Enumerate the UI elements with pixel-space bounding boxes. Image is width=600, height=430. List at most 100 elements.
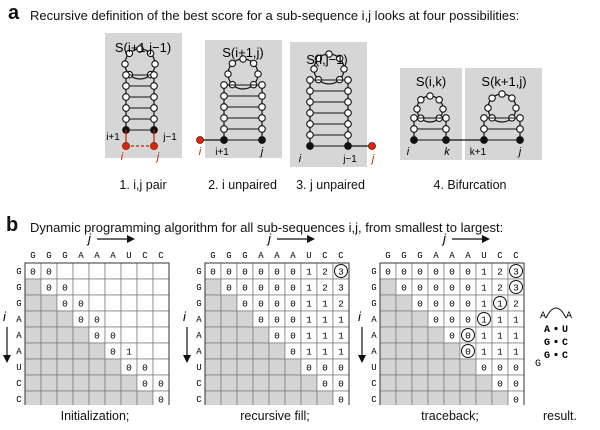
matrix-cell — [459, 374, 477, 392]
loop-nucleotide — [254, 70, 262, 78]
matrix-cell — [88, 358, 106, 376]
row-header: C — [196, 395, 202, 405]
matrix-cell — [443, 342, 461, 360]
column-header: C — [158, 251, 164, 261]
matrix-cell — [120, 326, 138, 344]
stem-nucleotide — [122, 93, 130, 101]
matrix-cell — [220, 310, 238, 328]
step-label-recursive-fill: recursive fill; — [240, 409, 310, 423]
matrix-cell — [88, 390, 106, 405]
matrix-cell — [236, 310, 254, 328]
case3-end-right: j — [370, 153, 375, 165]
loop-nucleotide — [239, 55, 247, 63]
cell-value: 0 — [274, 315, 280, 326]
cell-value: 0 — [258, 267, 264, 278]
row-header: C — [16, 379, 22, 389]
cell-value: 2 — [322, 267, 328, 278]
matrix-cell — [72, 326, 90, 344]
matrix-cell — [136, 342, 154, 360]
cell-value: 3 — [513, 267, 519, 278]
cell-value: 0 — [78, 315, 84, 326]
matrix-cell — [379, 326, 397, 344]
cell-value: 1 — [306, 267, 312, 278]
cell-value: 0 — [290, 331, 296, 342]
row-header: U — [196, 363, 201, 373]
column-header: A — [94, 251, 100, 261]
cell-value: 1 — [481, 299, 487, 310]
cell-value: 0 — [465, 315, 471, 326]
loop-nucleotide — [125, 49, 134, 58]
cell-value: 0 — [513, 363, 519, 374]
matrix-cell — [24, 358, 42, 376]
cell-value: 0 — [274, 267, 280, 278]
matrix-cell — [24, 342, 42, 360]
cell-value: 1 — [306, 299, 312, 310]
step-label-traceback: traceback; — [421, 409, 479, 423]
cell-value: 0 — [258, 283, 264, 294]
stem-nucleotide — [258, 103, 266, 111]
cell-value: 2 — [497, 267, 503, 278]
row-header: A — [371, 347, 377, 357]
case4-score-left: S(i,k) — [416, 74, 446, 89]
case4-index-k: k — [444, 146, 450, 158]
arrow-right-icon — [307, 235, 315, 243]
cell-value: 1 — [306, 347, 312, 358]
column-header: G — [242, 251, 247, 261]
case1-end-right: j — [155, 151, 160, 163]
matrix-cell — [88, 262, 106, 280]
matrix-cell — [204, 358, 222, 376]
cell-value: 0 — [338, 379, 344, 390]
cell-value: 1 — [481, 283, 487, 294]
matrix-cell — [411, 358, 429, 376]
row-header: G — [16, 283, 21, 293]
cell-value: 0 — [433, 283, 439, 294]
traceback-circle — [461, 328, 475, 342]
column-header: A — [449, 251, 455, 261]
loop-nucleotide — [340, 65, 348, 73]
cell-value: 3 — [338, 267, 344, 278]
row-header: A — [16, 331, 22, 341]
loop-nucleotide — [310, 65, 318, 73]
panel-a-heading: Recursive definition of the best score f… — [30, 8, 520, 23]
matrix-cell — [136, 326, 154, 344]
cell-value: 0 — [290, 315, 296, 326]
stem-nucleotide — [306, 76, 314, 84]
column-header: C — [513, 251, 519, 261]
cell-value: 1 — [481, 267, 487, 278]
stem-nucleotide — [480, 114, 488, 122]
matrix-cell — [411, 326, 429, 344]
case2-left-index: i+1 — [215, 147, 229, 158]
matrix-cell — [136, 310, 154, 328]
stem-nucleotide — [150, 93, 158, 101]
stem-nucleotide — [150, 82, 158, 90]
matrix-cell — [72, 358, 90, 376]
stem-nucleotide — [220, 81, 228, 89]
matrix-cell — [120, 294, 138, 312]
loop-nucleotide — [121, 60, 129, 68]
axis-i-label: i — [3, 309, 7, 324]
case1-score: S(i+1,j−1) — [115, 40, 171, 55]
matrix-cell — [56, 342, 74, 360]
cell-value: 0 — [401, 283, 407, 294]
loop-nucleotide — [435, 96, 443, 104]
cell-value: 0 — [242, 299, 248, 310]
column-header: U — [481, 251, 486, 261]
case4-right-hairpin — [480, 90, 524, 144]
cell-value: 0 — [110, 331, 116, 342]
cell-value: 1 — [306, 283, 312, 294]
cell-value: 0 — [226, 267, 232, 278]
matrix-cell — [104, 310, 122, 328]
matrix-cell — [152, 262, 170, 280]
row-header: G — [196, 283, 201, 293]
matrix-cell — [88, 294, 106, 312]
cell-value: 0 — [481, 363, 487, 374]
column-header: G — [210, 251, 215, 261]
loop-nucleotide — [484, 104, 492, 112]
cell-value: 1 — [306, 331, 312, 342]
matrix-cell — [443, 358, 461, 376]
cell-value: 0 — [290, 299, 296, 310]
matrix-cell — [379, 342, 397, 360]
column-header: C — [497, 251, 503, 261]
